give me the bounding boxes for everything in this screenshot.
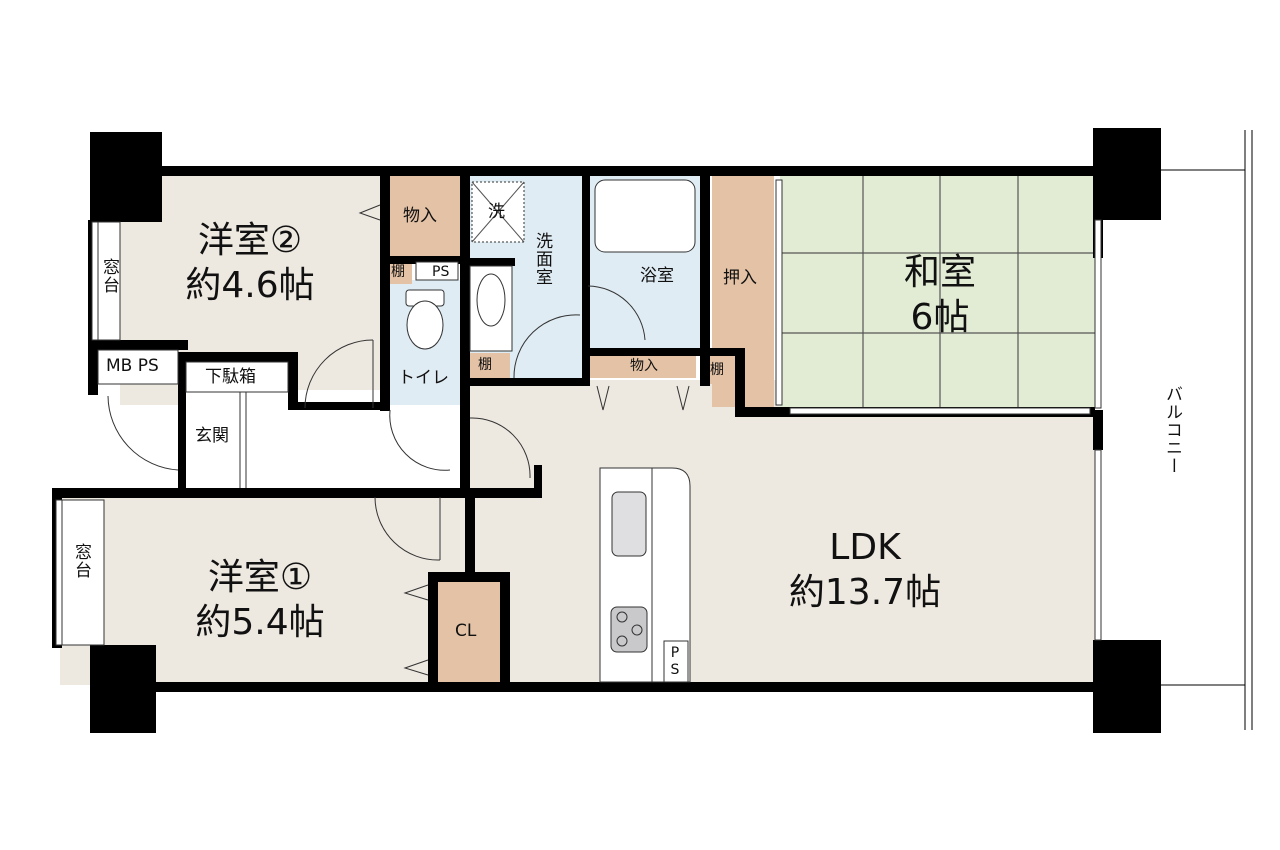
- washitsu-label: 和室 6帖: [860, 250, 1020, 340]
- windows: [55, 179, 1102, 646]
- balcony: [1160, 130, 1253, 730]
- ps-toilet-label: PS: [432, 264, 450, 280]
- balcony-label: バルコニー: [1162, 385, 1182, 475]
- western-room-1-label: 洋室① 約5.4帖: [185, 555, 335, 645]
- storage-top-label: 物入: [403, 206, 437, 226]
- ldk-size: 約13.7帖: [788, 572, 942, 613]
- shelf-wash-label: 棚: [478, 357, 492, 373]
- washroom-label: 洗面室: [532, 232, 552, 286]
- bathroom-label: 浴室: [640, 266, 674, 286]
- closet-label: CL: [455, 621, 477, 641]
- western-room-1-name: 洋室①: [207, 557, 313, 598]
- window-sill-top-label: 窓台: [99, 258, 119, 294]
- western-room-2-name: 洋室②: [197, 220, 303, 261]
- shelf-hall-label: 棚: [710, 362, 724, 378]
- doors: [107, 204, 690, 676]
- entrance-label: 玄関: [195, 426, 229, 446]
- fixtures: [97, 179, 696, 683]
- washitsu-name: 和室: [903, 252, 976, 293]
- washitsu-size: 6帖: [910, 297, 970, 338]
- ldk-label: LDK 約13.7帖: [775, 525, 955, 615]
- western-room-2-label: 洋室② 約4.6帖: [175, 218, 325, 308]
- ldk-name: LDK: [829, 527, 901, 568]
- storage-hall-label: 物入: [630, 358, 658, 374]
- tatami-grid: [780, 175, 1095, 410]
- washer-label: 洗: [488, 202, 505, 222]
- shelf-toilet-label: 棚: [391, 264, 405, 280]
- western-room-2-size: 約4.6帖: [185, 265, 315, 306]
- window-sills: [61, 221, 121, 646]
- mbps-label: MB PS: [106, 356, 159, 376]
- ps-kitchen-label: PS: [667, 645, 683, 679]
- oshiire-label: 押入: [723, 268, 757, 288]
- toilet-label: トイレ: [398, 368, 449, 388]
- shoe-box-label: 下駄箱: [205, 367, 256, 387]
- western-room-1-size: 約5.4帖: [195, 602, 325, 643]
- window-sill-bottom-label: 窓台: [71, 543, 91, 579]
